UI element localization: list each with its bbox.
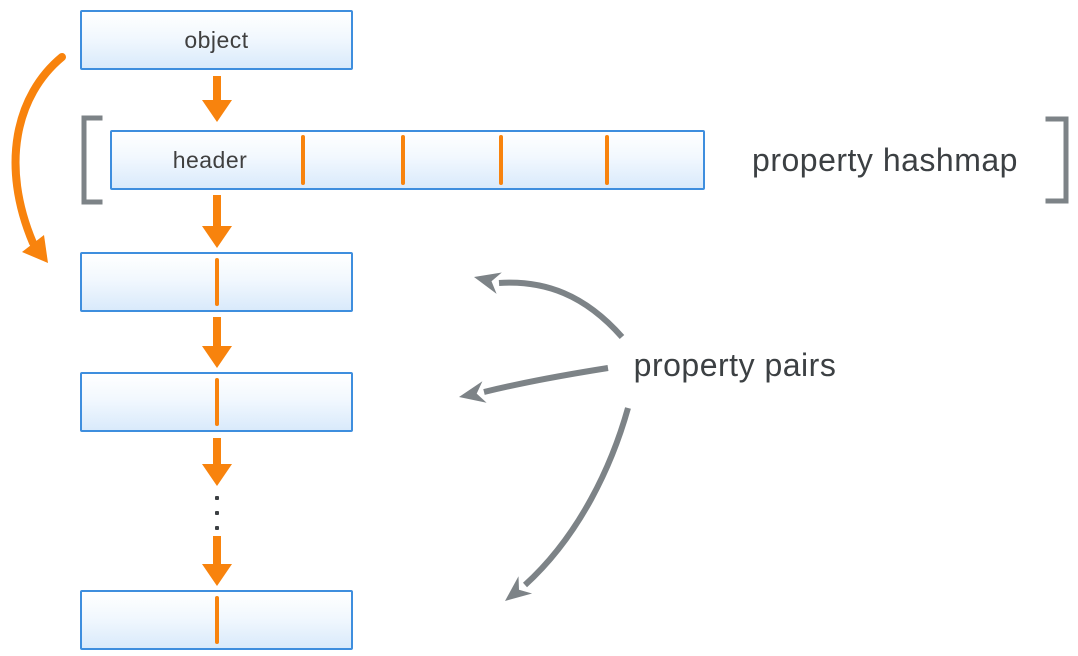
- down-arrow-pair2-to-ellipsis-icon: [202, 438, 232, 486]
- property-pair-box: [80, 252, 353, 312]
- vertical-ellipsis: [215, 496, 219, 530]
- header-slot-divider: [301, 135, 305, 185]
- right-bracket-icon: [1045, 116, 1069, 204]
- left-bracket-icon: [81, 115, 103, 205]
- pair-divider: [215, 596, 219, 644]
- property-pairs-label: property pairs: [633, 346, 837, 383]
- object-box: object: [80, 10, 353, 70]
- curved-arrow-object-to-pairs: [11, 53, 66, 247]
- property-pair-box: [80, 372, 353, 432]
- down-arrow-ellipsis-to-pair3-icon: [202, 536, 232, 586]
- header-box: header: [110, 130, 705, 190]
- pair-divider: [215, 378, 219, 426]
- header-slot-divider: [401, 135, 405, 185]
- pair-divider: [215, 258, 219, 306]
- property-hashmap-label: property hashmap: [752, 141, 1018, 178]
- header-slot-divider: [605, 135, 609, 185]
- pairs-arrow-bottom-head-icon: [505, 576, 533, 601]
- down-arrow-pair1-to-pair2-icon: [202, 317, 232, 368]
- property-pair-box: [80, 590, 353, 650]
- pairs-arrow-middle: [483, 365, 609, 395]
- pairs-arrow-middle-head-icon: [459, 381, 487, 403]
- pairs-arrow-bottom: [522, 407, 631, 588]
- object-label: object: [184, 27, 249, 53]
- down-arrow-header-to-pair1-icon: [202, 195, 232, 248]
- down-arrow-object-to-header-icon: [202, 76, 232, 122]
- pairs-arrow-top: [498, 279, 625, 339]
- curved-arrow-head-icon: [22, 235, 48, 263]
- pairs-arrow-top-head-icon: [474, 272, 502, 294]
- header-slot-divider: [499, 135, 503, 185]
- header-label: header: [172, 147, 248, 173]
